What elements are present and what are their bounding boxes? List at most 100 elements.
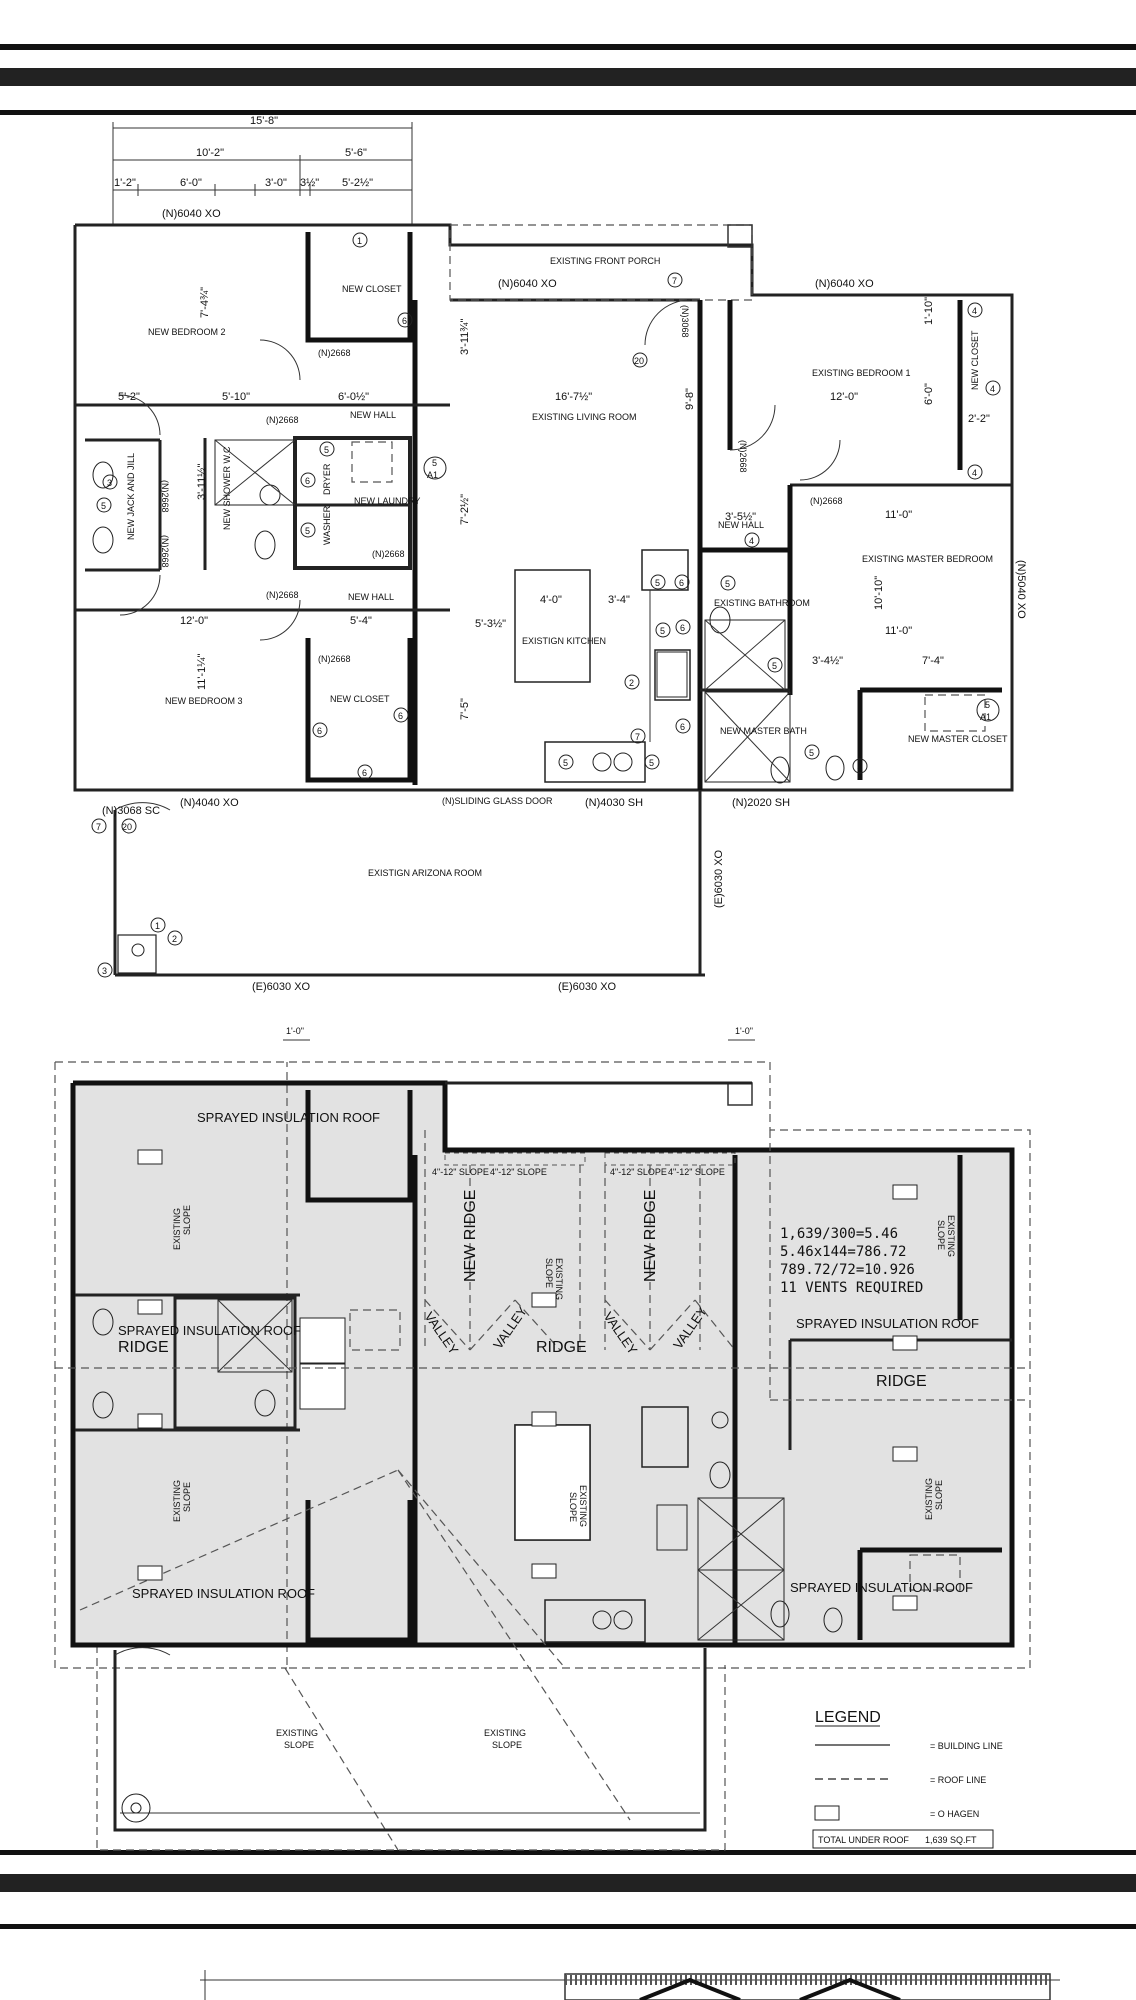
roof-ridge-1: RIDGE — [118, 1339, 169, 1356]
dim-4-0: 4'-0" — [540, 594, 562, 606]
svg-text:20: 20 — [634, 356, 644, 366]
svg-text:SLOPE: SLOPE — [568, 1492, 578, 1522]
svg-text:EXISTING: EXISTING — [484, 1728, 526, 1738]
svg-text:6: 6 — [317, 726, 322, 736]
win-e6030-1: (E)6030 XO — [252, 981, 311, 993]
door-2668-a: (N)2668 — [318, 348, 351, 358]
svg-text:4: 4 — [749, 536, 754, 546]
svg-text:5: 5 — [655, 578, 660, 588]
dim-3-half: 3½" — [300, 177, 319, 189]
dim-6-0: 6'-0" — [180, 177, 202, 189]
room-jack-jill: NEW JACK AND JILL — [126, 453, 136, 540]
svg-text:EXISTING: EXISTING — [578, 1485, 588, 1527]
svg-text:4: 4 — [972, 468, 977, 478]
roof-ridge-3: RIDGE — [876, 1373, 927, 1390]
svg-text:EXISTING: EXISTING — [554, 1258, 564, 1300]
roof-slope12-2: 4"-12" SLOPE — [490, 1167, 547, 1177]
door-3068: (N)3068 — [680, 305, 690, 338]
dim-11-0-b: 11'-0" — [885, 625, 912, 637]
roof-vents — [137, 1149, 918, 1611]
dim-3-4-half: 3'-4½" — [812, 655, 843, 667]
roof-spray-5: SPRAYED INSULATION ROOF — [790, 1580, 973, 1595]
dim-7-4: 7'-4¾" — [199, 287, 211, 318]
svg-text:4: 4 — [972, 306, 977, 316]
legend-total-label: TOTAL UNDER ROOF — [818, 1835, 909, 1845]
svg-text:SLOPE: SLOPE — [284, 1740, 314, 1750]
room-bedroom-2: NEW BEDROOM 2 — [148, 327, 226, 337]
dim-7-2: 7'-2½" — [459, 494, 471, 525]
dim-6-0-half: 6'-0½" — [338, 391, 369, 403]
svg-text:2: 2 — [629, 678, 634, 688]
dim-5-2: 5'-2" — [118, 391, 140, 403]
mid-band-thick — [0, 1874, 1136, 1892]
floor-plan: 15'-8" 10'-2" 5'-6" 1'-2" 6'-0" 3'-0" 3½… — [73, 115, 1027, 993]
room-closet-c: NEW CLOSET — [330, 694, 390, 704]
svg-text:1: 1 — [357, 236, 362, 246]
top-band-thin — [0, 44, 1136, 50]
roof-slope12-4: 4"-12" SLOPE — [668, 1167, 725, 1177]
dim-5-3: 5'-3½" — [475, 618, 506, 630]
svg-text:6: 6 — [398, 711, 403, 721]
svg-text:5: 5 — [985, 700, 990, 710]
dim-5-10: 5'-10" — [222, 391, 250, 403]
win-3068: (N)3068 SC — [102, 805, 160, 817]
door-2668-h: (N)2668 — [738, 440, 748, 473]
svg-text:5: 5 — [772, 661, 777, 671]
door-2668-c: (N)2668 — [160, 480, 170, 513]
roof-slope12-1: 4"-12" SLOPE — [432, 1167, 489, 1177]
door-2668-i: (N)2668 — [810, 496, 843, 506]
svg-text:EXISTING: EXISTING — [924, 1478, 934, 1520]
dim-10-10: 10'-10" — [873, 576, 885, 610]
dim-7-5: 7'-5" — [459, 698, 471, 720]
svg-text:5.46x144=786.72: 5.46x144=786.72 — [780, 1244, 906, 1260]
dim-7-4: 7'-4" — [922, 655, 944, 667]
room-closet-b: NEW CLOSET — [970, 330, 980, 390]
door-2668-e: (N)2668 — [372, 549, 405, 559]
dim-11-0-a: 11'-0" — [885, 509, 912, 521]
svg-text:1: 1 — [155, 921, 160, 931]
roof-spray-4: SPRAYED INSULATION ROOF — [132, 1586, 315, 1601]
svg-text:5: 5 — [101, 501, 106, 511]
room-kitchen: EXISTIGN KITCHEN — [522, 636, 606, 646]
svg-text:5: 5 — [305, 526, 310, 536]
win-sliding: (N)SLIDING GLASS DOOR — [442, 796, 553, 806]
svg-text:A1: A1 — [980, 712, 991, 722]
room-hall-a: NEW HALL — [350, 410, 396, 420]
dim-16-7: 16'-7½" — [555, 391, 592, 403]
dim-3-11: 3'-11¾" — [459, 319, 471, 355]
dim-10-2: 10'-2" — [196, 147, 224, 159]
room-hall-c: NEW HALL — [718, 520, 764, 530]
svg-text:3: 3 — [102, 966, 107, 976]
room-shower: NEW SHOWER W.C — [222, 446, 232, 530]
room-washer: WASHER — [322, 505, 332, 545]
room-hall-b: NEW HALL — [348, 592, 394, 602]
svg-text:6: 6 — [362, 768, 367, 778]
roof-slope12-3: 4"-12" SLOPE — [610, 1167, 667, 1177]
top-band-thick — [0, 68, 1136, 86]
svg-text:EXISTING: EXISTING — [946, 1215, 956, 1257]
svg-text:3: 3 — [107, 478, 112, 488]
svg-text:1,639/300=5.46: 1,639/300=5.46 — [780, 1226, 898, 1242]
svg-text:7: 7 — [96, 822, 101, 832]
dim-5-2-half: 5'-2½" — [342, 177, 373, 189]
svg-text:EXISTING: EXISTING — [172, 1480, 182, 1522]
win-4040: (N)4040 XO — [180, 797, 239, 809]
mid-band-thin — [0, 1924, 1136, 1929]
room-arizona: EXISTIGN ARIZONA ROOM — [368, 868, 482, 878]
dim-2-2: 2'-2" — [968, 413, 990, 425]
door-2668-d: (N)2668 — [160, 535, 170, 568]
existing-slope-notes: EXISTING SLOPE EXISTING SLOPE EXISTING S… — [172, 1205, 956, 1750]
svg-text:SLOPE: SLOPE — [182, 1482, 192, 1512]
svg-text:SLOPE: SLOPE — [182, 1205, 192, 1235]
dim-3-4: 3'-4" — [608, 594, 630, 606]
svg-text:20: 20 — [122, 822, 132, 832]
legend-building-line: = BUILDING LINE — [930, 1741, 1003, 1751]
win-4030: (N)4030 SH — [585, 797, 643, 809]
svg-text:6: 6 — [305, 476, 310, 486]
svg-text:SLOPE: SLOPE — [544, 1258, 554, 1288]
vent-calculation: 1,639/300=5.46 5.46x144=786.72 789.72/72… — [780, 1226, 923, 1296]
dim-9-8: 9'-8" — [684, 388, 696, 410]
room-laundry: NEW LAUNDRY — [354, 496, 420, 506]
door-2668-b: (N)2668 — [266, 415, 299, 425]
